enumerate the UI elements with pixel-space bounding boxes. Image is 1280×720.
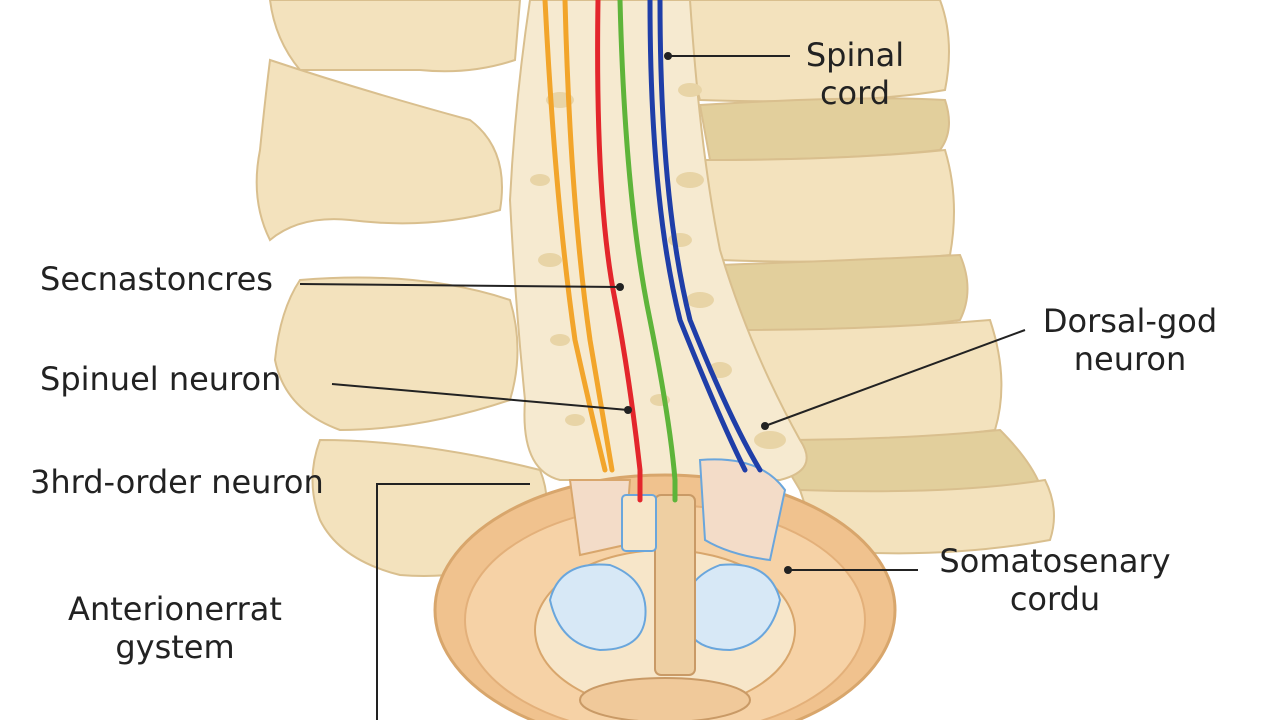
vertebra-right-2 — [703, 148, 955, 263]
right-vertebrae — [687, 0, 1055, 555]
dot-dorsal-god-neuron — [761, 422, 769, 430]
label-spinal-cord: Spinal cord — [805, 36, 905, 113]
leader-lines — [299, 55, 1026, 720]
central-base — [579, 677, 751, 720]
dot-spinual-neuron — [624, 406, 632, 414]
neuron-body-box — [621, 494, 657, 552]
label-secnastoncres: Secnastoncres — [40, 260, 273, 298]
label-anterionerrat-gystem: Anterionerrat gystem — [68, 590, 282, 667]
gray-matter-left — [548, 563, 647, 652]
dot-secnastoncres — [616, 283, 624, 291]
dot-somatosenary-cordu — [784, 566, 792, 574]
pathways — [542, 0, 763, 503]
label-somatosenary-cordu: Somatosenary cordu — [939, 542, 1171, 619]
vertebra-left-top — [268, 0, 522, 73]
leader-secnastoncres — [299, 283, 621, 288]
leader-third-order-neuron — [376, 483, 530, 720]
label-third-order-neuron: 3hrd-order neuron — [30, 463, 324, 501]
leader-dorsal-god-neuron — [764, 329, 1026, 427]
green-pathway — [617, 0, 678, 503]
vertebra-left-process-1 — [255, 58, 503, 242]
orange-pathway-2 — [562, 0, 615, 473]
blue-pathway-1 — [647, 0, 748, 473]
blue-pathway-2 — [657, 0, 763, 473]
disc-right-2 — [718, 253, 969, 333]
vertebra-left-process-2 — [273, 276, 519, 432]
label-dorsal-god-neuron: Dorsal-god neuron — [1042, 302, 1218, 379]
orange-pathway-1 — [542, 0, 608, 473]
label-spinual-neuron: Spinuel neuron — [40, 360, 282, 398]
cord-cross-section — [433, 458, 897, 720]
central-canal-column — [654, 494, 696, 676]
vertebra-right-4 — [798, 478, 1055, 555]
left-vertebrae — [255, 0, 548, 577]
dot-spinal-cord — [664, 52, 672, 60]
red-pathway — [595, 0, 643, 503]
dorsal-horn-right — [698, 458, 787, 562]
disc-right-3 — [768, 428, 1042, 495]
leader-dots — [616, 52, 792, 574]
leader-spinual-neuron — [331, 383, 629, 411]
